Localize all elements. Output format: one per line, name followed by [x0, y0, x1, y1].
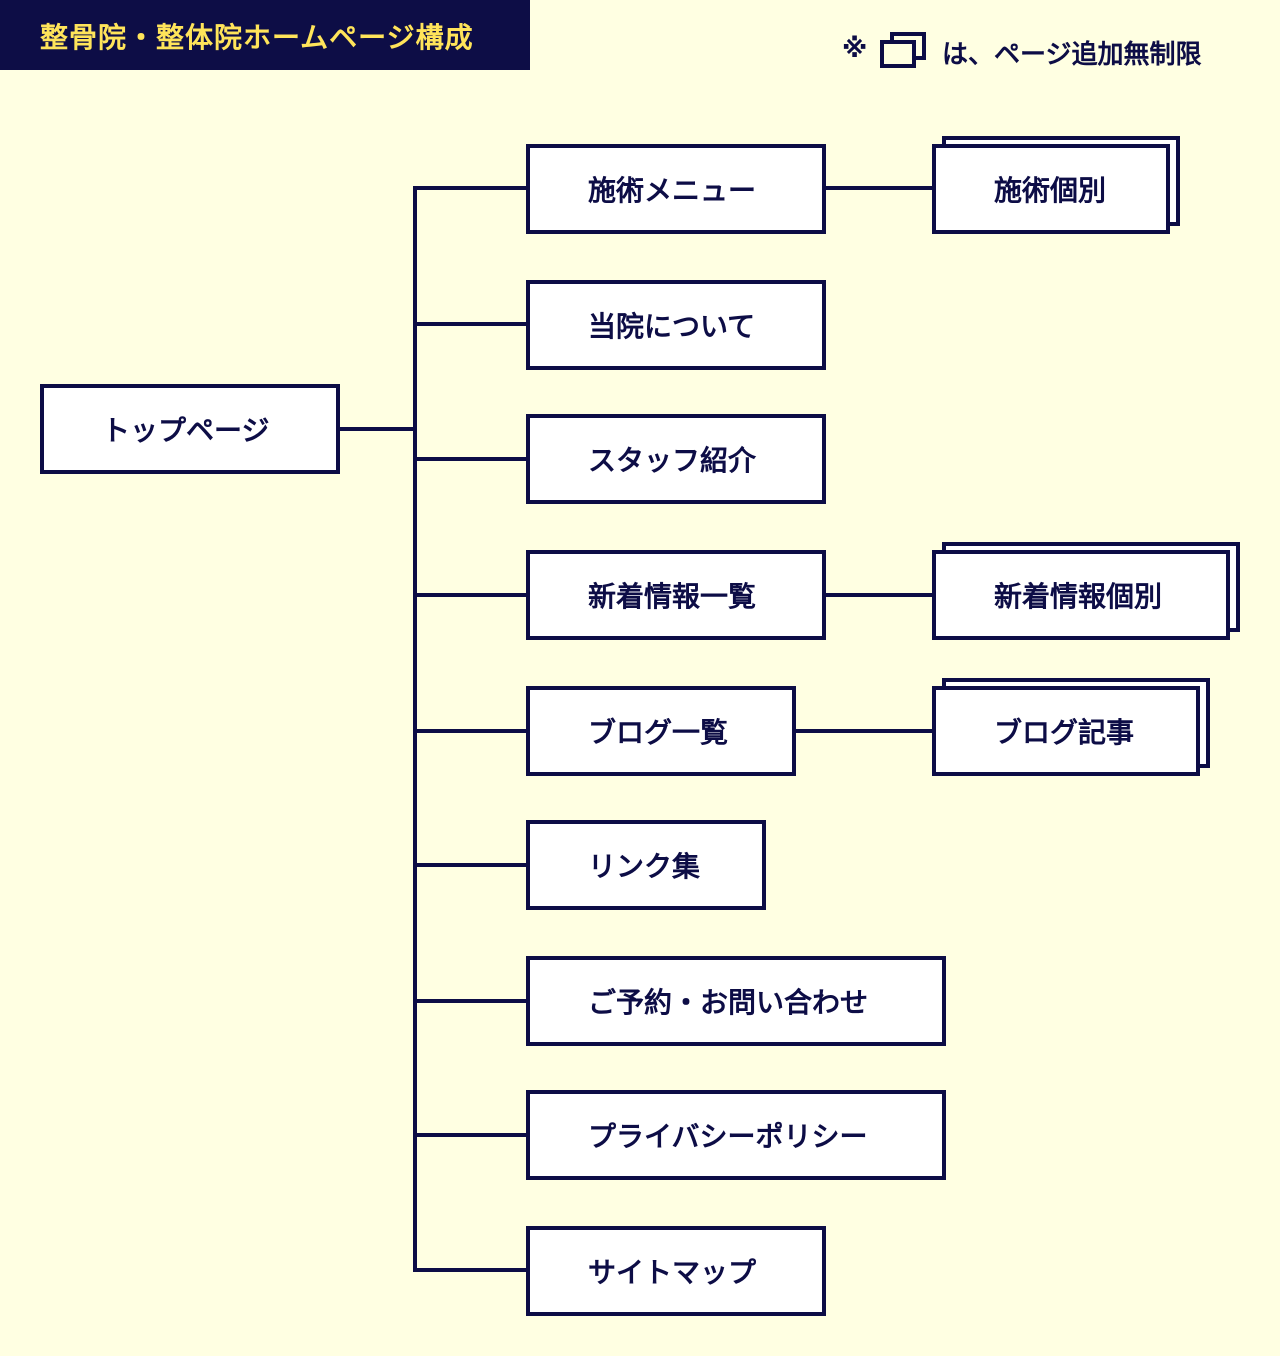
branch-line	[413, 186, 529, 190]
node-label: ご予約・お問い合わせ	[588, 986, 869, 1019]
root-connector	[338, 427, 416, 431]
root-node-top-page: トップページ	[40, 384, 340, 474]
title-bar: 整骨院・整体院ホームページ構成	[0, 0, 530, 70]
node-label: サイトマップ	[588, 1256, 757, 1289]
node-label: 新着情報一覧	[588, 580, 757, 613]
node-news-list: 新着情報一覧	[526, 550, 826, 640]
node-sitemap: サイトマップ	[526, 1226, 826, 1316]
sub-branch-line	[823, 186, 935, 190]
node-label: 当院について	[588, 310, 756, 343]
sub-branch-line	[793, 729, 935, 733]
node-label: ブログ一覧	[588, 716, 729, 749]
node-label: 施術個別	[994, 174, 1107, 207]
node-blog-article: ブログ記事	[932, 686, 1200, 776]
sub-branch-line	[823, 593, 935, 597]
node-links: リンク集	[526, 820, 766, 910]
node-staff: スタッフ紹介	[526, 414, 826, 504]
node-treatment-detail: 施術個別	[932, 144, 1170, 234]
branch-line	[413, 593, 529, 597]
node-blog-list: ブログ一覧	[526, 686, 796, 776]
branch-line	[413, 863, 529, 867]
node-label: プライバシーポリシー	[588, 1120, 868, 1153]
node-treatment-menu: 施術メニュー	[526, 144, 826, 234]
legend-text: は、ページ追加無制限	[942, 40, 1202, 70]
node-news-detail: 新着情報個別	[932, 550, 1230, 640]
page-title: 整骨院・整体院ホームページ構成	[40, 21, 474, 54]
node-label: 施術メニュー	[588, 174, 757, 207]
branch-line	[413, 322, 529, 326]
node-label: リンク集	[588, 850, 701, 883]
branch-line	[413, 729, 529, 733]
node-label: ブログ記事	[994, 716, 1135, 749]
branch-line	[413, 1268, 529, 1272]
node-about-clinic: 当院について	[526, 280, 826, 370]
node-label: 新着情報個別	[994, 580, 1163, 613]
branch-line	[413, 1133, 529, 1137]
node-label: トップページ	[102, 414, 270, 447]
stacked-pages-icon	[880, 32, 928, 72]
branch-line	[413, 457, 529, 461]
node-label: スタッフ紹介	[588, 444, 757, 477]
node-reservation-contact: ご予約・お問い合わせ	[526, 956, 946, 1046]
branch-line	[413, 999, 529, 1003]
node-privacy-policy: プライバシーポリシー	[526, 1090, 946, 1180]
legend-mark: ※	[842, 34, 868, 64]
